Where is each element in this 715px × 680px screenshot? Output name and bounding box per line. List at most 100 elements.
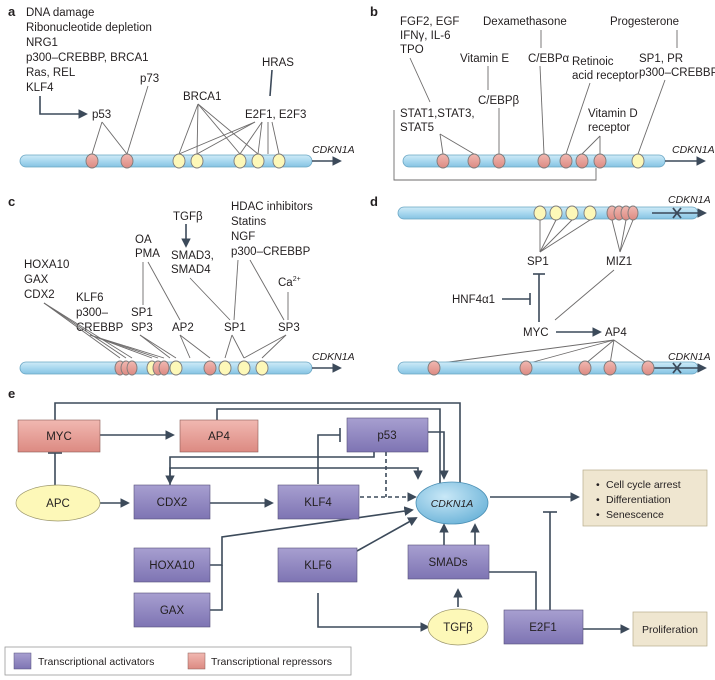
panel-c-label: c [8,194,15,209]
panel-e: e [8,386,708,647]
cdx2-label: CDX2 [24,289,55,301]
ap4-node: AP4 [179,419,259,453]
legend-activators: Transcriptional activators [38,656,154,668]
gax-node-label: GAX [160,605,185,617]
proliferation-box: Proliferation [632,611,708,647]
hdac-label: HDAC inhibitors [231,201,313,213]
dexamethasone-label: Dexamethasone [483,16,567,28]
hdac-label: Statins [231,216,266,228]
smads-node-label: SMADs [429,557,468,569]
ap4-node-label: AP4 [208,431,230,443]
panel-e-label: e [8,386,15,401]
myc-inhibits-cdkn1a [54,402,461,503]
outcome-item: Cell cycle arrest [606,479,681,491]
panel-a: a DNA damage Ribonucleotide depletion NR… [8,4,355,169]
retinoic-label: Retinoic [572,56,614,68]
apc-node: APC [15,484,101,522]
dna-strand-a [19,154,313,168]
gene-label-d-bottom: CDKN1A [668,351,711,363]
gene-label-b: CDKN1A [672,144,715,156]
myc-node: MYC [17,419,101,453]
inducer-line: Ribonucleotide depletion [26,22,152,34]
activator-swatch [13,652,32,670]
klf4-to-p53-arrow [39,96,88,119]
sp1-pr-label: SP1, PR [639,53,683,65]
smad-label: SMAD3, [171,250,214,262]
panel-a-label: a [8,4,16,19]
hnf4-label: HNF4α1 [452,294,495,306]
stat-label: STAT1,STAT3, [400,108,475,120]
ap2-label: AP2 [172,322,194,334]
outcome-box: • Cell cycle arrest • Differentiation • … [582,469,708,527]
hoxa10-node: HOXA10 [133,547,211,583]
p53-node: p53 [346,417,429,453]
klf6-node-label: KLF6 [304,560,332,572]
sp1-label-d: SP1 [527,256,549,268]
hoxa10-label: HOXA10 [24,259,69,271]
klf6-label: KLF6 [76,292,104,304]
svg-text:•: • [596,494,600,506]
e2f-label: E2F1, E2F3 [245,109,306,121]
myc-label-d: MYC [523,327,549,339]
tgfb-node: TGFβ [427,608,489,646]
brca1-label: BRCA1 [183,91,221,103]
inducer-line: Ras, REL [26,67,76,79]
klf6-node: KLF6 [277,547,358,583]
hdac-label: NGF [231,231,255,243]
pma-label: PMA [135,248,160,260]
inducer-line: p300–CREBBP, BRCA1 [26,52,149,64]
vitd-label: receptor [588,122,630,134]
retinoic-label: acid receptor [572,70,639,82]
svg-text:•: • [596,479,600,491]
hras-line [269,69,273,97]
gax-label: GAX [24,274,49,286]
gene-label-c: CDKN1A [312,351,355,363]
panel-e-connectors [48,402,630,634]
klf6-label: p300– [76,307,109,319]
stat-label: STAT5 [400,122,434,134]
inducer-line: DNA damage [26,7,94,19]
outcome-item: Differentiation [606,494,671,506]
panel-a-inducers: DNA damage Ribonucleotide depletion NRG1… [26,7,152,94]
hdac-label: p300–CREBBP [231,246,311,258]
panel-d: d CDKN1A SP1 MIZ1 HNF4α1 MYC AP4 [370,194,711,376]
cytokine-line: TPO [400,44,424,56]
panel-c: c HDAC inhibitors Statins NGF p300–CREBB… [8,194,355,376]
e2f1-node: E2F1 [503,609,584,645]
legend-repressors: Transcriptional repressors [211,656,332,668]
panel-d-label: d [370,194,378,209]
klf4-node: KLF4 [277,484,360,520]
progesterone-label: Progesterone [610,16,679,28]
vitd-label: Vitamin D [588,108,638,120]
inducer-line: NRG1 [26,37,58,49]
sp1-pr-label: p300–CREBBP [639,67,715,79]
panel-b: b FGF2, EGF IFNγ, IL-6 TPO Dexamethasone… [370,4,715,181]
apc-node-label: APC [46,498,70,510]
e2f1-node-label: E2F1 [529,622,557,634]
cebpa-label: C/EBPα [528,53,570,65]
miz1-label-d: MIZ1 [606,256,632,268]
smad-label: SMAD4 [171,264,211,276]
myc-node-label: MYC [46,431,72,443]
inducer-line: KLF4 [26,82,54,94]
ap4-inhibits-cdkn1a [216,408,441,501]
legend: Transcriptional activators Transcription… [4,646,352,676]
cdx2-node: CDX2 [133,484,211,520]
klf4-node-label: KLF4 [304,497,332,509]
cytokine-line: FGF2, EGF [400,16,459,28]
cebpb-label: C/EBPβ [478,95,520,107]
klf6-label: CREBBP [76,322,124,334]
hras-label: HRAS [262,57,294,69]
sp1-label-c: SP1 [224,322,246,334]
cytokine-line: IFNγ, IL-6 [400,30,450,42]
tgfb-label-c: TGFβ [173,211,203,223]
hoxa10-node-label: HOXA10 [149,560,194,572]
panel-b-label: b [370,4,378,19]
sp1sp3-label: SP3 [131,322,153,334]
smads-node: SMADs [407,544,490,580]
tgfb-node-label: TGFβ [443,622,473,634]
p53-label: p53 [92,109,111,121]
gene-label-d-top: CDKN1A [668,194,711,206]
proliferation-label: Proliferation [642,624,698,636]
cdx2-node-label: CDX2 [157,497,188,509]
